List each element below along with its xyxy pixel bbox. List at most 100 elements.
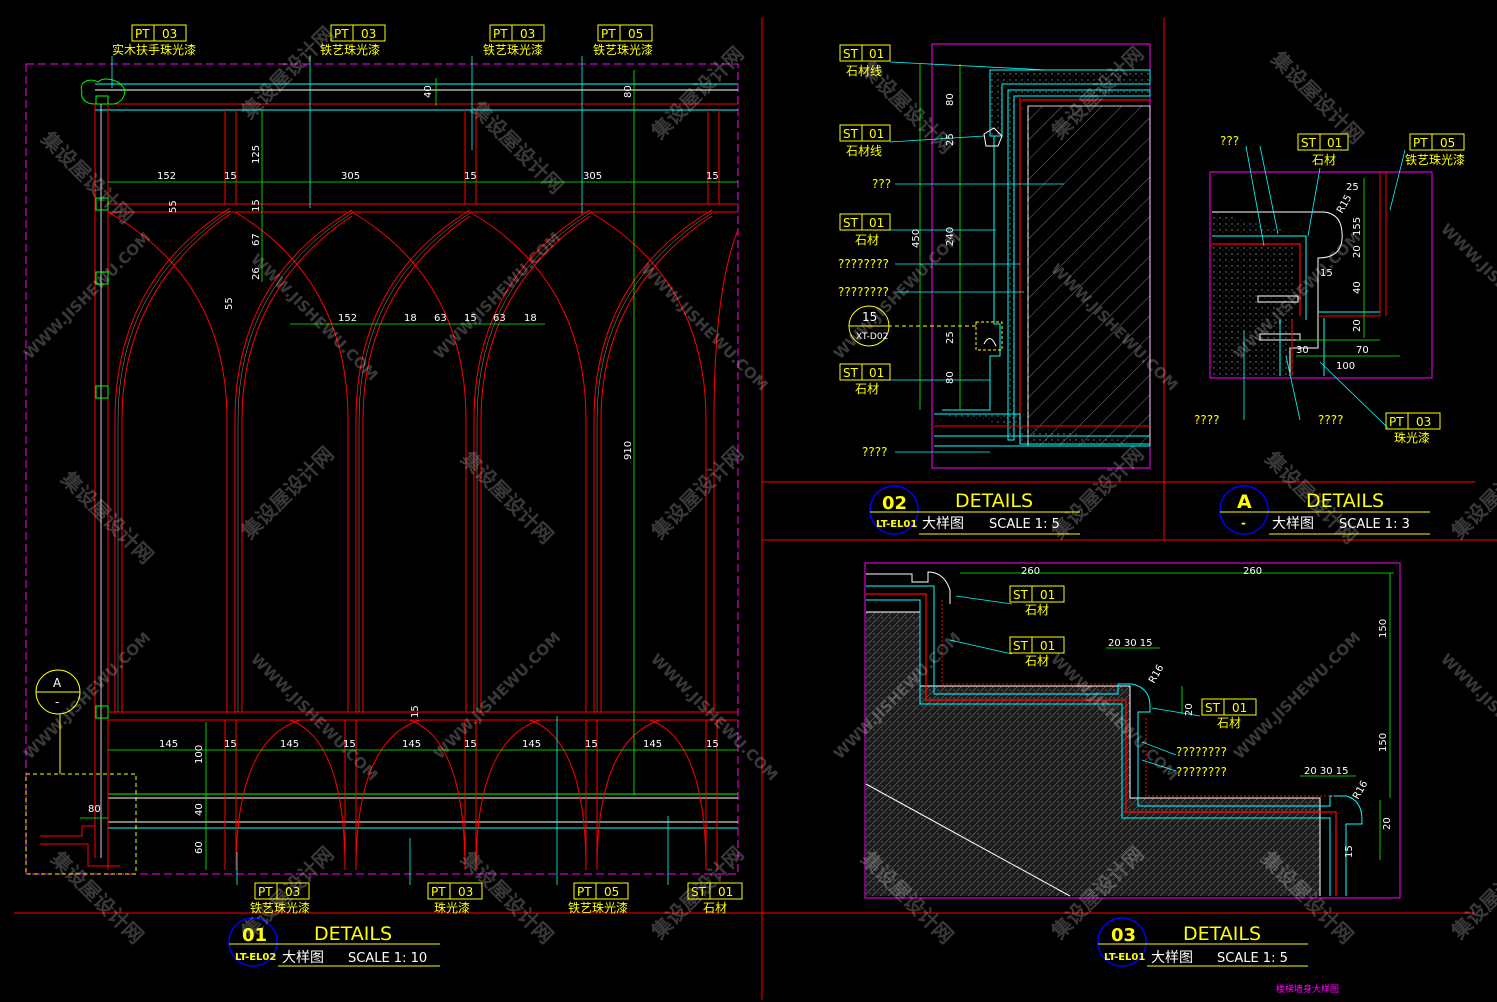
svg-text:450: 450 xyxy=(911,229,922,248)
svg-text:01: 01 xyxy=(1040,588,1055,602)
material-tag-st01-bottom: ST 01 石材 xyxy=(687,882,743,915)
svg-text:20 30 15: 20 30 15 xyxy=(1304,766,1349,777)
svg-text:WWW.JISHEWU.COM: WWW.JISHEWU.COM xyxy=(430,228,564,362)
svg-text:WWW.JISHEWU.COM: WWW.JISHEWU.COM xyxy=(430,628,564,762)
svg-text:PT: PT xyxy=(577,885,592,899)
panel-03-stair-section xyxy=(864,562,1401,899)
svg-text:25: 25 xyxy=(1346,182,1359,193)
svg-text:R16: R16 xyxy=(1351,779,1370,802)
svg-text:15: 15 xyxy=(343,739,356,750)
material-tag-pt03-a: PT 03 珠光漆 xyxy=(1385,412,1441,445)
svg-text:ST: ST xyxy=(843,47,859,61)
svg-text:???: ??? xyxy=(872,177,891,191)
svg-text:A: A xyxy=(53,676,62,690)
material-tag-st01-stone-line-2: ST 01 石材线 xyxy=(839,124,891,158)
svg-text:260: 260 xyxy=(1021,566,1040,577)
material-tag-pt03-handrail: PT 03 实木扶手珠光漆 xyxy=(112,24,196,57)
svg-text:152: 152 xyxy=(338,313,357,324)
svg-text:15: 15 xyxy=(706,171,719,182)
material-tag-st01-stone-line-1: ST 01 石材线 xyxy=(839,44,891,78)
svg-text:20: 20 xyxy=(1184,703,1195,716)
svg-text:PT: PT xyxy=(493,27,508,41)
svg-text:集设屋设计网: 集设屋设计网 xyxy=(456,446,559,549)
svg-text:260: 260 xyxy=(1243,566,1262,577)
svg-text:WWW.JISHEWU.COM: WWW.JISHEWU.COM xyxy=(1437,220,1497,354)
handrail xyxy=(80,78,738,111)
svg-text:珠光漆: 珠光漆 xyxy=(1394,431,1430,445)
svg-text:03: 03 xyxy=(458,885,473,899)
svg-text:PT: PT xyxy=(601,27,616,41)
svg-text:01: 01 xyxy=(1232,701,1247,715)
material-tag-pt05-a: PT 05 铁艺珠光漆 xyxy=(1405,133,1465,167)
svg-text:石材线: 石材线 xyxy=(846,64,882,78)
svg-text:集设屋设计网: 集设屋设计网 xyxy=(236,442,339,545)
svg-text:63: 63 xyxy=(493,313,506,324)
svg-text:集设屋设计网: 集设屋设计网 xyxy=(856,56,959,159)
leader-lines xyxy=(111,56,669,885)
svg-text:03: 03 xyxy=(1416,415,1431,429)
svg-text:15: 15 xyxy=(410,705,421,718)
svg-text:03: 03 xyxy=(520,27,535,41)
svg-text:ST: ST xyxy=(843,127,859,141)
svg-text:155: 155 xyxy=(1352,217,1363,236)
svg-text:01: 01 xyxy=(242,925,267,946)
svg-text:集设屋设计网: 集设屋设计网 xyxy=(1446,442,1497,545)
svg-text:????????: ???????? xyxy=(1176,745,1227,759)
material-tag-st01-03c: ST 01 石材 xyxy=(1201,698,1257,730)
panel-02-dimensions: 80 25 450 240 25 80 xyxy=(911,93,956,384)
svg-text:910: 910 xyxy=(623,441,634,460)
material-tag-pt03-iron-1: PT 03 铁艺珠光漆 xyxy=(320,24,386,57)
svg-text:03: 03 xyxy=(361,27,376,41)
panel-01-elevation xyxy=(25,56,739,885)
svg-text:大样图: 大样图 xyxy=(282,950,324,966)
svg-text:ST: ST xyxy=(1301,136,1317,150)
section-marker-a: A - xyxy=(35,669,81,715)
svg-text:05: 05 xyxy=(1440,136,1455,150)
svg-text:DETAILS: DETAILS xyxy=(314,923,392,945)
panel-01-tags: PT 03 实木扶手珠光漆 PT 03 铁艺珠光漆 PT 03 铁艺珠光漆 PT… xyxy=(112,24,743,915)
svg-text:03: 03 xyxy=(162,27,177,41)
svg-text:15: 15 xyxy=(251,199,262,212)
svg-text:ST: ST xyxy=(843,366,859,380)
svg-text:铁艺珠光漆: 铁艺珠光漆 xyxy=(1405,153,1465,167)
panel-03-tags: ST 01 石材 ST 01 石材 ST 01 石材 ???????? ????… xyxy=(1009,585,1257,779)
svg-text:WWW.JISHEWU.COM: WWW.JISHEWU.COM xyxy=(247,650,381,784)
svg-text:????: ???? xyxy=(862,445,887,459)
svg-text:25: 25 xyxy=(945,331,956,344)
svg-text:实木扶手珠光漆: 实木扶手珠光漆 xyxy=(112,42,196,57)
panel-02-section xyxy=(888,43,1151,469)
svg-text:石材: 石材 xyxy=(855,233,879,247)
material-tag-st01-a: ST 01 石材 xyxy=(1297,133,1349,167)
svg-text:集设屋设计网: 集设屋设计网 xyxy=(236,22,339,125)
svg-text:145: 145 xyxy=(643,739,662,750)
svg-text:-: - xyxy=(55,695,59,709)
svg-text:01: 01 xyxy=(869,47,884,61)
svg-text:55: 55 xyxy=(224,297,235,310)
svg-text:25: 25 xyxy=(945,133,956,146)
svg-text:石材: 石材 xyxy=(1217,716,1241,730)
arch-crossings xyxy=(117,210,713,712)
svg-text:DETAILS: DETAILS xyxy=(1183,923,1261,945)
svg-text:305: 305 xyxy=(583,171,602,182)
svg-text:01: 01 xyxy=(1040,639,1055,653)
balustrade-rails xyxy=(108,203,738,829)
svg-text:40: 40 xyxy=(194,803,205,816)
svg-text:26: 26 xyxy=(251,267,262,280)
svg-text:60: 60 xyxy=(194,841,205,854)
svg-text:集设屋设计网: 集设屋设计网 xyxy=(36,126,139,229)
svg-text:ST: ST xyxy=(691,885,707,899)
svg-text:PT: PT xyxy=(1413,136,1428,150)
svg-text:LT-EL02: LT-EL02 xyxy=(235,952,276,963)
svg-text:楼梯墙身大样图: 楼梯墙身大样图 xyxy=(1276,983,1339,995)
svg-text:15: 15 xyxy=(706,739,719,750)
material-tag-st01-03a: ST 01 石材 xyxy=(1009,585,1065,617)
svg-text:15: 15 xyxy=(1320,268,1333,279)
svg-text:150: 150 xyxy=(1378,733,1389,752)
svg-text:集设屋设计网: 集设屋设计网 xyxy=(56,466,159,569)
material-tag-st01-03b: ST 01 石材 xyxy=(1009,636,1065,668)
svg-text:63: 63 xyxy=(434,313,447,324)
svg-text:80: 80 xyxy=(945,93,956,106)
svg-text:03: 03 xyxy=(285,885,300,899)
svg-text:集设屋设计网: 集设屋设计网 xyxy=(466,96,569,199)
gothic-arches xyxy=(107,207,739,712)
